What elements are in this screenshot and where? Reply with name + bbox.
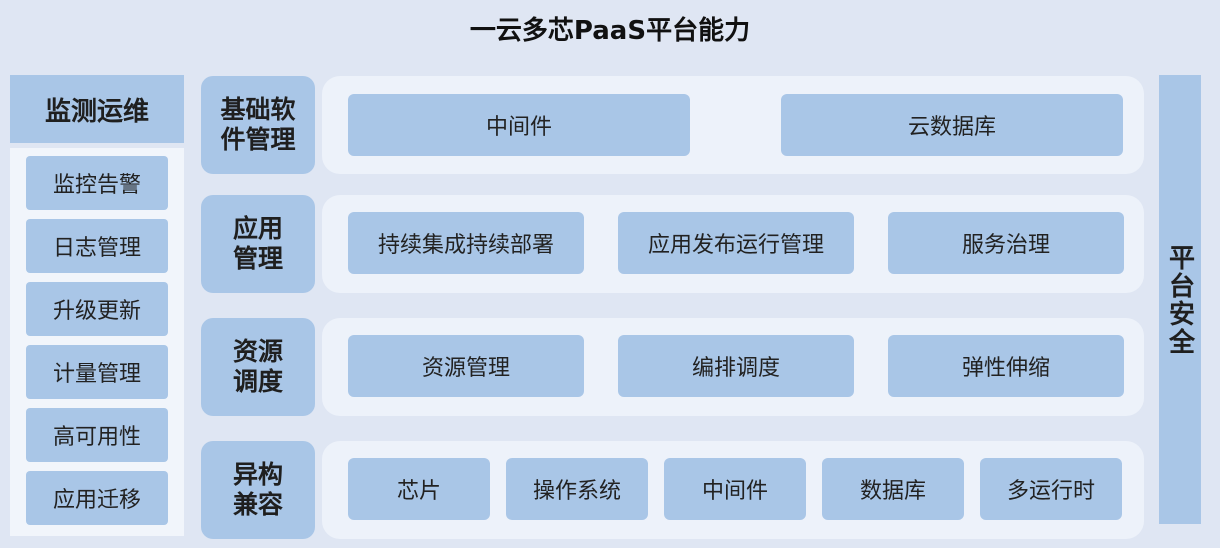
box-multi-runtime: 多运行时 xyxy=(980,458,1122,520)
left-item-ha: 高可用性 xyxy=(26,408,168,462)
box-cloud-database: 云数据库 xyxy=(781,94,1123,156)
row-panel-base-software: 中间件 云数据库 xyxy=(322,76,1144,174)
row-label-text: 资源调度 xyxy=(232,336,283,397)
row-label-app-mgmt: 应用管理 xyxy=(201,195,315,293)
row-panel-app-mgmt: 持续集成持续部署 应用发布运行管理 服务治理 xyxy=(322,195,1144,293)
row-label-base-software: 基础软件管理 xyxy=(201,76,315,174)
box-elastic-scaling: 弹性伸缩 xyxy=(888,335,1124,397)
monitoring-ops-header: 监测运维 xyxy=(10,75,184,143)
box-cicd: 持续集成持续部署 xyxy=(348,212,584,274)
diagram-title: 一云多芯PaaS平台能力 xyxy=(469,16,751,46)
row-label-text: 基础软件管理 xyxy=(220,94,296,155)
box-database: 数据库 xyxy=(822,458,964,520)
box-middleware: 中间件 xyxy=(348,94,690,156)
box-service-governance: 服务治理 xyxy=(888,212,1124,274)
row-label-resource-sched: 资源调度 xyxy=(201,318,315,416)
row-label-text: 异构兼容 xyxy=(232,459,283,520)
box-os: 操作系统 xyxy=(506,458,648,520)
left-item-metering: 计量管理 xyxy=(26,345,168,399)
left-item-logs: 日志管理 xyxy=(26,219,168,273)
box-orchestration: 编排调度 xyxy=(618,335,854,397)
platform-security-bar: 平台安全 xyxy=(1159,75,1201,524)
platform-security-label: 平台安全 xyxy=(1164,243,1195,356)
monitoring-ops-panel: 监控告警 日志管理 升级更新 计量管理 高可用性 应用迁移 xyxy=(10,148,184,536)
left-item-upgrade: 升级更新 xyxy=(26,282,168,336)
box-middleware-compat: 中间件 xyxy=(664,458,806,520)
row-label-heterogeneous: 异构兼容 xyxy=(201,441,315,539)
row-panel-heterogeneous: 芯片 操作系统 中间件 数据库 多运行时 xyxy=(322,441,1144,539)
box-chip: 芯片 xyxy=(348,458,490,520)
left-item-migration: 应用迁移 xyxy=(26,471,168,525)
box-resource-mgmt: 资源管理 xyxy=(348,335,584,397)
left-item-alerting: 监控告警 xyxy=(26,156,168,210)
row-label-text: 应用管理 xyxy=(232,213,283,274)
row-panel-resource-sched: 资源管理 编排调度 弹性伸缩 xyxy=(322,318,1144,416)
box-app-release: 应用发布运行管理 xyxy=(618,212,854,274)
